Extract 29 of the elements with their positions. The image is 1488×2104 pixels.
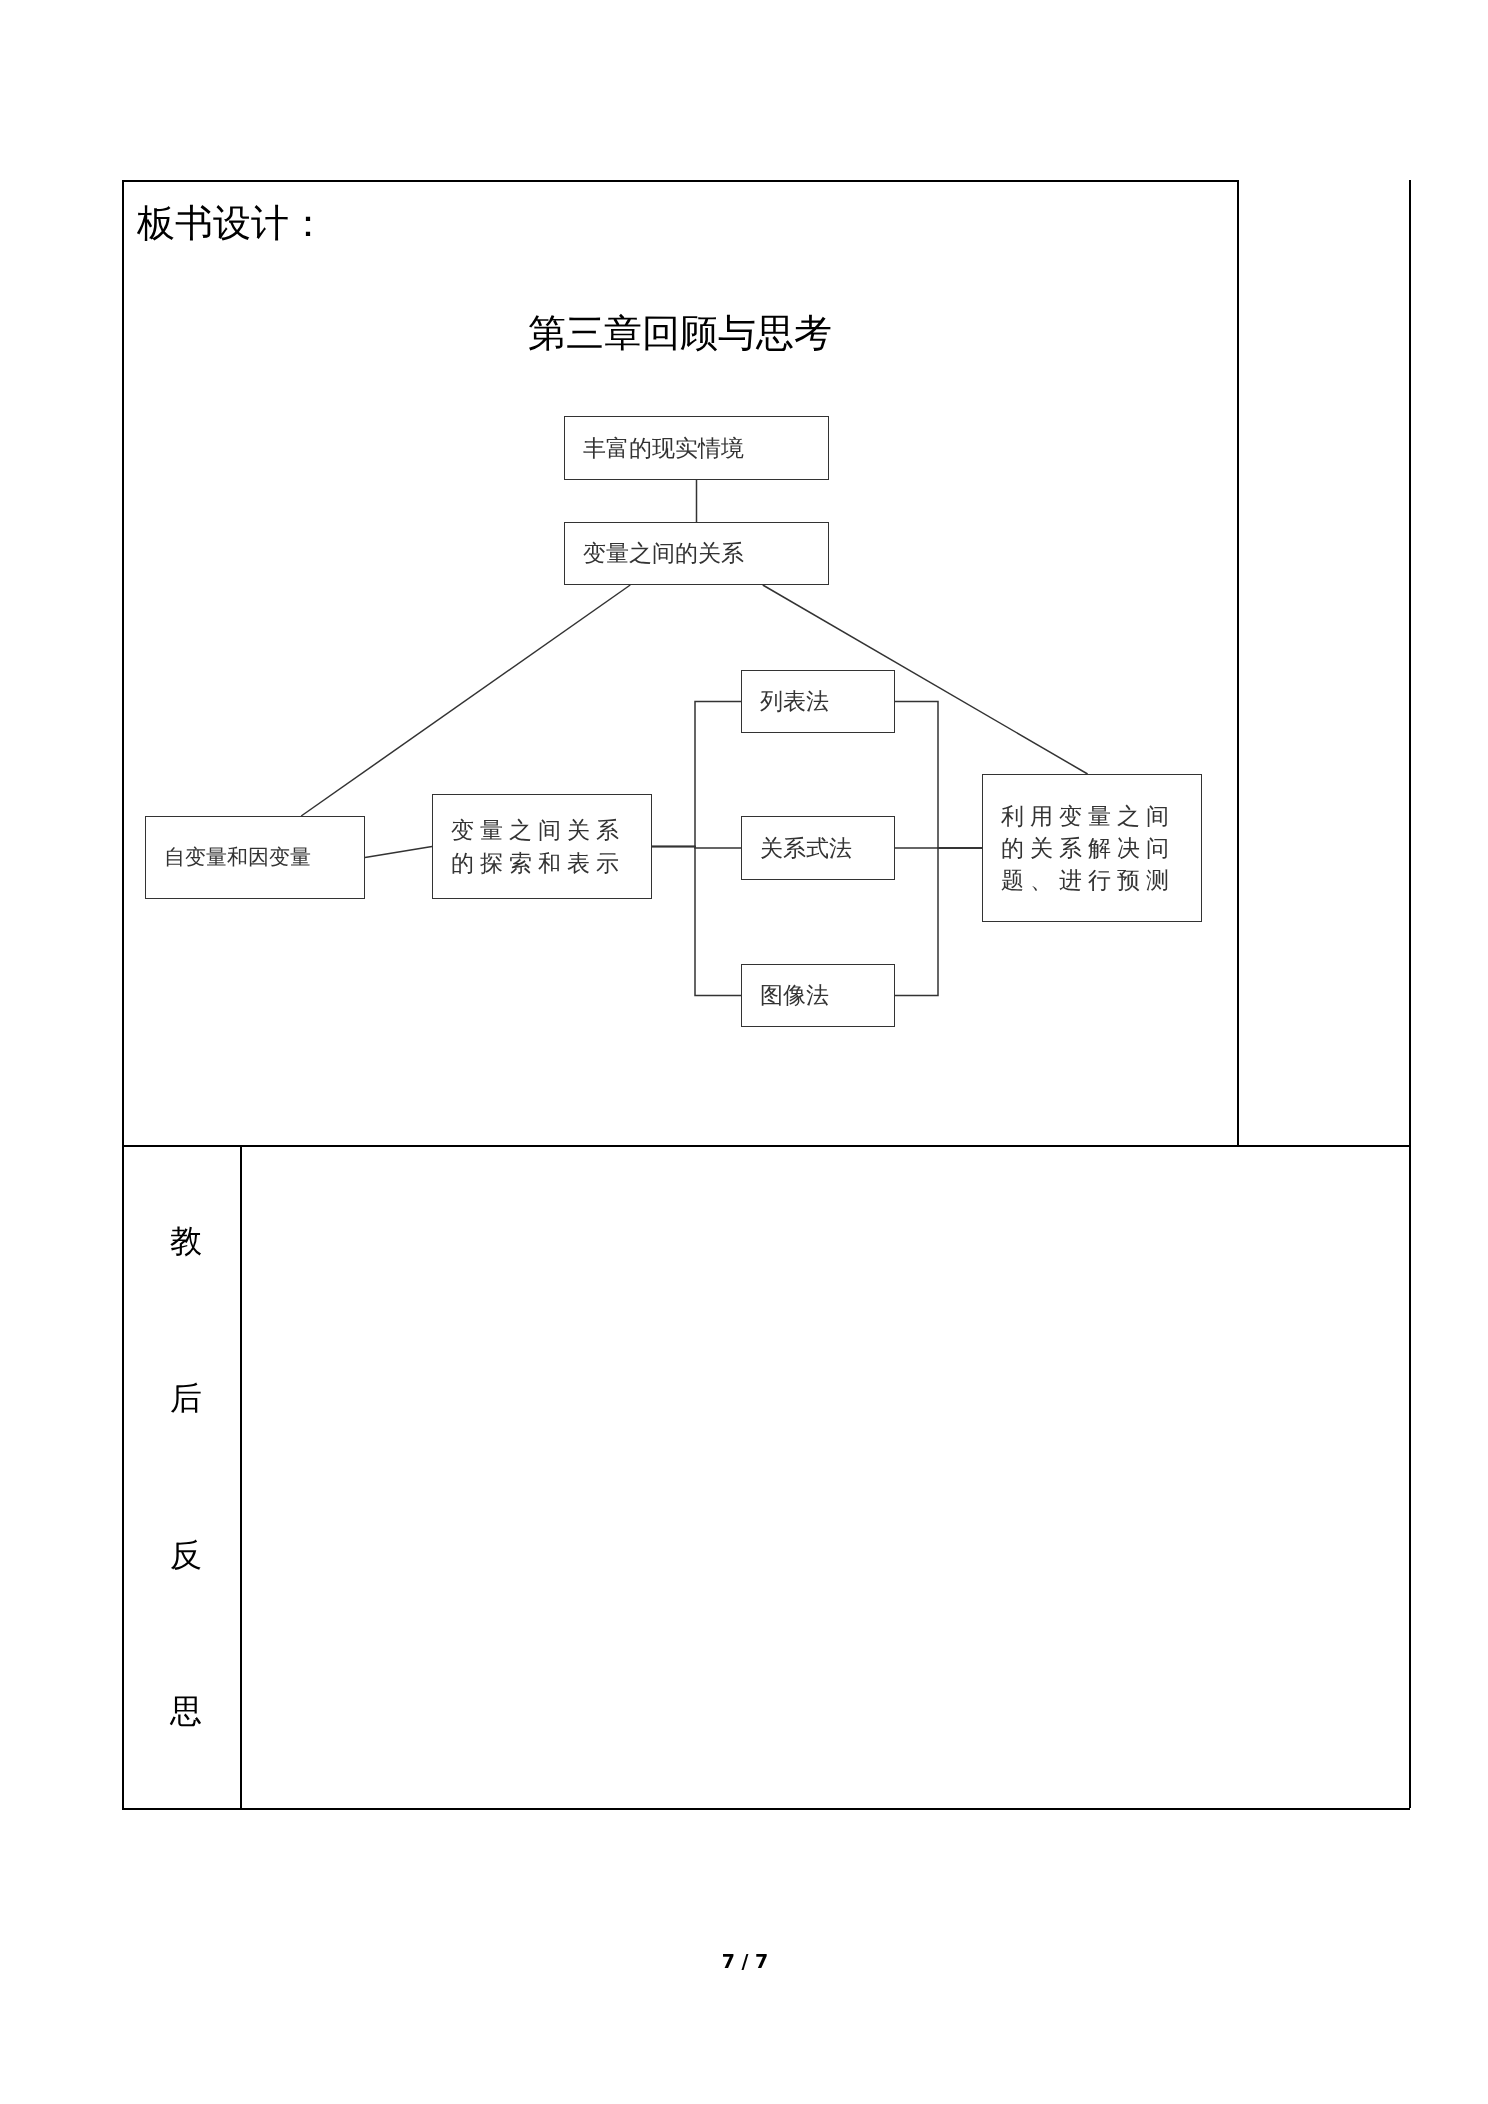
node-text: 自变量和因变量 [164, 843, 311, 871]
connector-line [695, 479, 698, 523]
connector-line [364, 845, 433, 859]
connector-line [651, 845, 742, 997]
process-box [145, 816, 365, 899]
node-text: 列表法 [760, 687, 829, 717]
node-text: 变量之间关系的探索和表示 [451, 816, 626, 878]
process-box [432, 794, 652, 899]
diagram-title: 第三章回顾与思考 [527, 310, 833, 357]
node-text: 关系式法 [760, 833, 852, 863]
process-box [564, 522, 829, 585]
connector-line [762, 584, 1089, 775]
node-text: 丰富的现实情境 [583, 433, 744, 463]
process-box [741, 964, 895, 1027]
row-heading-character: 教 [169, 1221, 203, 1262]
row-heading-character: 思 [169, 1691, 203, 1732]
node-text: 变量之间的关系 [583, 539, 744, 569]
section-heading: 板书设计： [137, 200, 327, 247]
page-number: 7 / 7 [720, 1950, 770, 1972]
row-heading-character: 后 [169, 1378, 203, 1419]
process-box [564, 416, 829, 480]
node-text: 图像法 [760, 981, 829, 1011]
process-box [741, 670, 895, 733]
row-heading-character: 反 [169, 1535, 203, 1576]
process-box [982, 774, 1202, 922]
connector-line [894, 847, 983, 997]
node-text: 利用变量之间的关系解决问题、进行预测 [1001, 801, 1176, 896]
process-box [741, 816, 895, 880]
connector-line [300, 584, 631, 817]
